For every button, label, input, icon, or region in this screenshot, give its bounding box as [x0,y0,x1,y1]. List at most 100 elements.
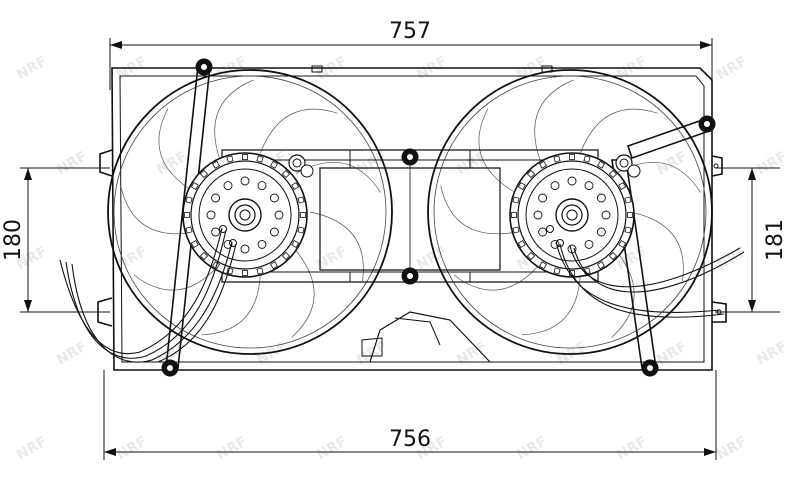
motor-vent [538,227,548,237]
bolt-center [167,365,173,371]
mounting-bolt [401,148,419,166]
motor-fin [597,160,605,169]
motor-face [525,168,619,262]
motor-vent [240,244,250,254]
motor-vent [567,176,577,186]
motor-ear-hole [292,158,302,168]
motor-vent [240,176,250,186]
fan-ring-inner [113,75,387,349]
motor-fin [281,251,291,261]
fan-blade [629,211,684,282]
watermark-text: NRF [514,434,550,464]
wire-terminal [219,225,227,233]
bolt-center [201,64,207,70]
motor-fin [517,240,526,248]
motor-shaft [239,209,251,221]
motor-fin [256,267,264,275]
bolt-center [407,273,413,279]
fan-right [427,69,713,355]
dimension-top-width: 757 [389,19,431,44]
mounting-bolts [161,58,716,377]
bolt-center [407,154,413,160]
motor-ear [288,154,306,172]
fan-blade [260,108,338,154]
motor-vent [257,181,267,191]
bolt-center [704,121,710,127]
motor-fin [608,251,618,261]
motor-hub [555,198,589,232]
fan-blade [521,271,581,336]
fan-blade [120,185,194,235]
motor-fin [618,240,627,248]
motor-vent [596,227,606,237]
motor-fin [242,270,248,276]
fan-blade [214,79,254,161]
motor-fin [627,212,633,218]
motor-fin [242,154,248,160]
motor-hub-inner [234,204,256,226]
motor-hub [228,198,262,232]
mounting-bolt [401,267,419,285]
motor-fin [226,267,234,275]
motor-fin [517,182,526,190]
motor-vent [206,210,216,220]
motor-fin [526,169,536,179]
motor-fin [199,169,209,179]
motor-fin [624,226,632,234]
watermark-text: NRF [654,339,690,369]
watermark-text: NRF [14,54,50,84]
watermark-text: NRF [214,434,250,464]
motor-vent [550,239,560,249]
watermark-text: NRF [354,339,390,369]
motor-fin [190,182,199,190]
motor-housing [509,152,635,278]
motor-fin [297,196,305,204]
motor-ear [300,164,314,178]
fan-blade [580,108,658,154]
motor-fin [624,196,632,204]
motor-vent [538,193,548,203]
motor-wires [59,227,745,363]
motor-fin [185,226,193,234]
motor-vent [269,193,279,203]
motor-vent [211,193,221,203]
motor-fin [185,196,193,204]
dimension-bottom-width: 756 [389,427,431,452]
motor-fin [539,160,547,169]
motor-left [182,152,314,278]
fan-blade [291,250,315,338]
watermark-text: NRF [754,339,790,369]
watermark-text: NRF [754,149,790,179]
fan-ring [107,69,393,355]
watermark-text: NRF [14,434,50,464]
mounting-bolt [195,58,213,76]
dimension-left-height: 180 [1,219,26,261]
motor-fin [597,261,605,270]
fan-blade [611,250,635,338]
motor-fin [553,267,561,275]
watermark-text: NRF [54,149,90,179]
fan-blade [478,108,514,192]
fan-ring [427,69,713,355]
motor-vent [584,239,594,249]
motor-face [198,168,292,262]
mounting-bolt [641,359,659,377]
watermark-text: NRF [714,244,750,274]
fan-blade [440,185,514,235]
fan-blades [107,69,713,355]
motor-fin [256,155,264,163]
watermark-text: NRF [314,434,350,464]
fan-blade [133,263,221,291]
watermark-text: NRF [714,434,750,464]
motor-fin [539,261,547,270]
motor-fin [297,226,305,234]
motor-rim [190,160,300,270]
mounting-bolt [698,115,716,133]
mounting-bolt [161,359,179,377]
watermark-text: NRF [614,434,650,464]
motor-fin [553,155,561,163]
motor-fin [291,182,300,190]
motor-vent [533,210,543,220]
motor-fin [512,226,520,234]
